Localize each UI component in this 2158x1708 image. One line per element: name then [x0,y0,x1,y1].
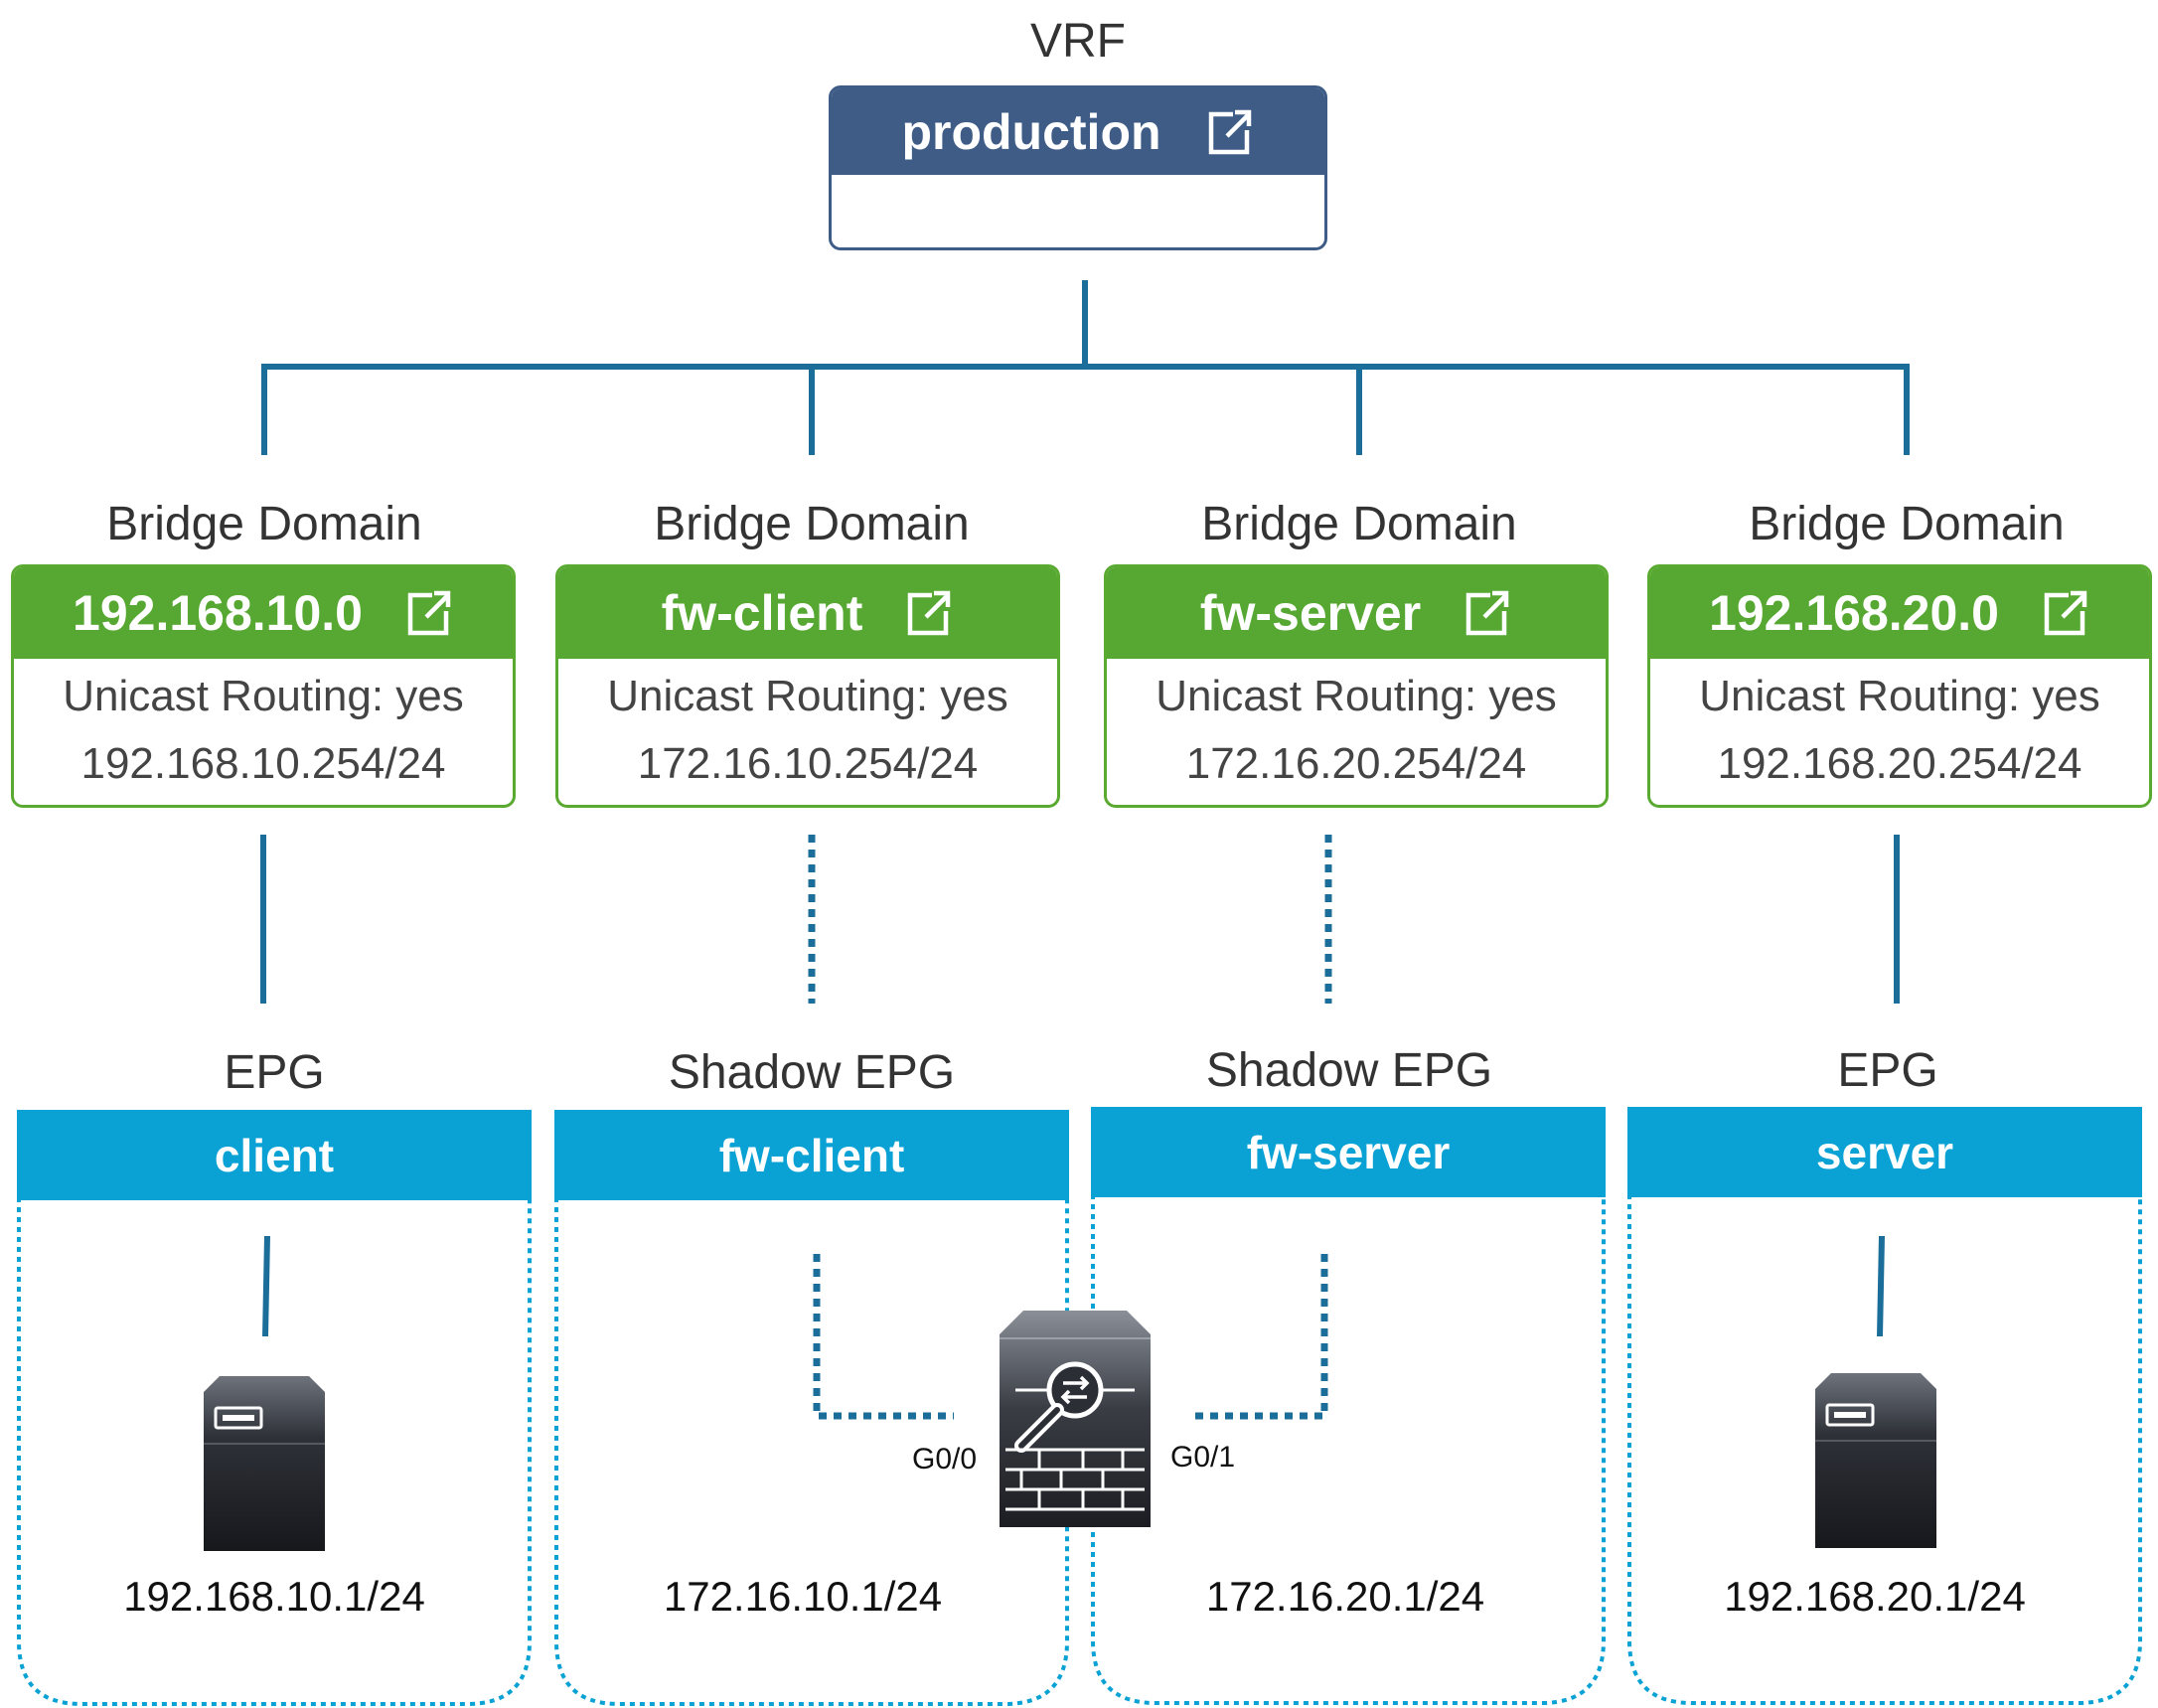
server-ip: 192.168.20.1/24 [1724,1573,2026,1620]
bd3-subnet: 172.16.20.254/24 [1185,739,1527,788]
external-link-icon[interactable] [2039,587,2090,639]
epg1-caption: EPG [224,1046,325,1099]
bd1-caption: Bridge Domain [106,498,422,550]
vrf-caption: VRF [1030,15,1126,68]
epg4-caption: EPG [1837,1044,1938,1097]
vrf-name: production [901,103,1161,160]
firewall-port-left: G0/0 [912,1443,978,1475]
epg-fw-client-name: fw-client [718,1129,905,1181]
epg-header: client [17,1110,532,1200]
server-link-line [1877,1235,1885,1337]
epg-header: server [1627,1107,2142,1197]
epg-server-name: server [1815,1126,1954,1178]
client-ip: 192.168.10.1/24 [123,1573,425,1620]
bd3-caption: Bridge Domain [1201,498,1517,550]
bridge-domain-box-2[interactable]: fw-client Unicast Routing: yes 172.16.10… [555,564,1060,808]
bd4-caption: Bridge Domain [1749,498,2065,550]
vrf-header: production [832,88,1324,175]
external-link-icon[interactable] [902,587,954,639]
external-link-icon[interactable] [1203,106,1255,158]
external-link-icon[interactable] [1461,587,1512,639]
firewall-port-right: G0/1 [1170,1441,1236,1474]
bd2-header: fw-client [558,567,1057,659]
bd1-name: 192.168.10.0 [73,585,363,641]
server-icon[interactable] [1815,1373,1936,1548]
vrf-box[interactable]: production [829,85,1327,250]
bd1-routing: Unicast Routing: yes [63,672,464,720]
bridge-domain-box-4[interactable]: 192.168.20.0 Unicast Routing: yes 192.16… [1647,564,2152,808]
epg-header: fw-server [1091,1107,1606,1197]
bd4-name: 192.168.20.0 [1709,585,1999,641]
epg-box-server[interactable]: server [1627,1107,2142,1707]
bridge-domain-box-3[interactable]: fw-server Unicast Routing: yes 172.16.20… [1104,564,1609,808]
epg2-caption: Shadow EPG [668,1046,956,1099]
bd4-routing: Unicast Routing: yes [1699,672,2100,720]
bd1-subnet: 192.168.10.254/24 [80,739,446,788]
bridge-domain-box-1[interactable]: 192.168.10.0 Unicast Routing: yes 192.16… [11,564,516,808]
epg-box-fw-server[interactable]: fw-server [1091,1107,1606,1707]
bd3-routing: Unicast Routing: yes [1156,672,1557,720]
bd1-header: 192.168.10.0 [14,567,513,659]
bd2-caption: Bridge Domain [654,498,970,550]
epg-fw-server-name: fw-server [1246,1126,1451,1178]
fw-server-ip: 172.16.20.1/24 [1205,1573,1485,1620]
bd4-header: 192.168.20.0 [1650,567,2149,659]
server-icon[interactable] [204,1376,325,1551]
epg-box-fw-client[interactable]: fw-client [554,1110,1069,1708]
epg3-caption: Shadow EPG [1205,1044,1493,1097]
epg-client-name: client [214,1129,335,1181]
epg-header: fw-client [554,1110,1069,1200]
bd4-subnet: 192.168.20.254/24 [1717,739,2082,788]
bd2-name: fw-client [661,585,863,641]
bd3-name: fw-server [1199,585,1422,641]
fw-client-link-line [813,1254,954,1420]
bd2-routing: Unicast Routing: yes [607,672,1008,720]
client-link-line [262,1235,270,1337]
fw-client-ip: 172.16.10.1/24 [663,1573,943,1620]
bd2-subnet: 172.16.10.254/24 [637,739,979,788]
firewall-icon[interactable] [1000,1311,1151,1527]
external-link-icon[interactable] [402,587,454,639]
bd3-header: fw-server [1107,567,1606,659]
